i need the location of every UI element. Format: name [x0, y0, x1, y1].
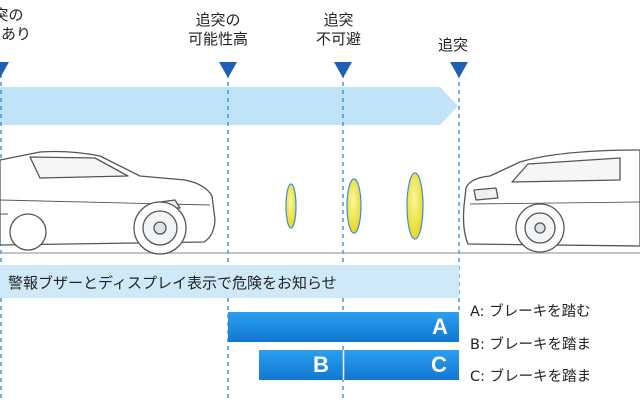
marker-triangles [0, 62, 468, 78]
leading-car [462, 149, 640, 253]
legend-a: A: ブレーキを踏む [470, 304, 591, 320]
legend-b: B: ブレーキを踏ま [470, 337, 591, 353]
marker-triangle-2 [219, 62, 237, 78]
bar-b [259, 350, 343, 380]
bar-c-letter: C [431, 352, 447, 377]
warning-band [0, 265, 459, 298]
marker-label-2: 追突の 可能性高 [188, 11, 249, 48]
warning-pulses [285, 172, 424, 240]
timeline-arrow-band [0, 87, 458, 125]
bar-b-letter: B [313, 352, 329, 377]
marker-label-3: 追突 不可避 [316, 11, 362, 48]
bar-a-letter: A [432, 314, 448, 339]
pulse-small [285, 183, 297, 229]
marker-label-1: 突の 性あり [0, 6, 32, 43]
pulse-medium [346, 178, 362, 234]
marker-triangle-4 [450, 62, 468, 78]
marker-triangle-1 [0, 62, 9, 78]
legend-c: C: ブレーキを踏ま [470, 369, 592, 385]
bar-c [344, 350, 459, 380]
marker-label-4: 追突 [438, 36, 469, 54]
warning-band-text: 警報ブザーとディスプレイ表示で危険をお知らせ [8, 274, 337, 292]
bar-a [228, 312, 459, 342]
following-car [0, 150, 216, 255]
marker-triangle-3 [334, 62, 352, 78]
pulse-large [406, 172, 424, 240]
